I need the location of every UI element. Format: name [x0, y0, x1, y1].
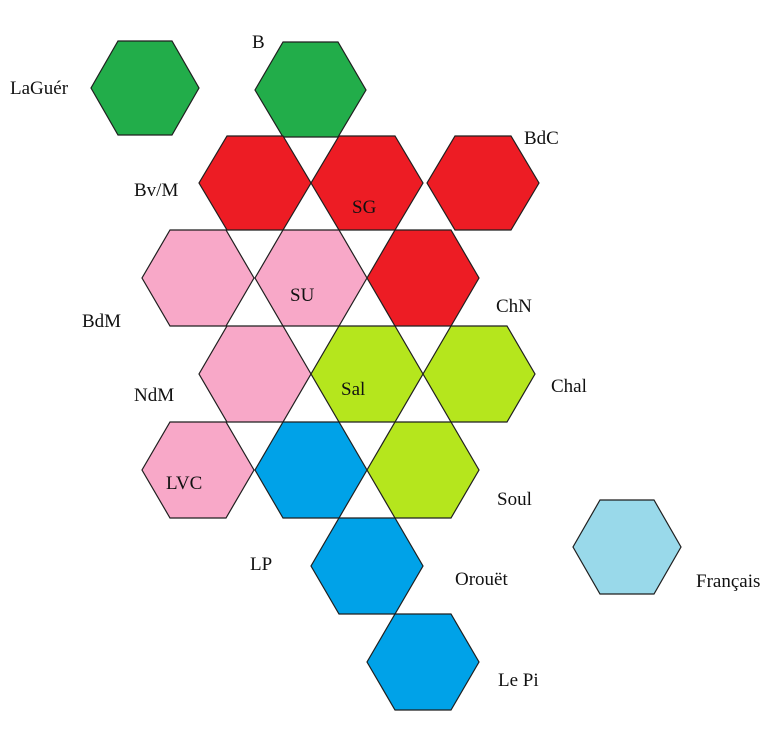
label-bdc: BdC — [524, 128, 559, 149]
label-bvm: Bv/M — [134, 180, 178, 201]
label-chal: Chal — [551, 376, 587, 397]
hex-b — [254, 41, 367, 138]
hex-bdc — [426, 135, 540, 231]
label-orouet: Orouët — [455, 569, 508, 590]
hex-francais — [572, 499, 682, 595]
label-ndm: NdM — [134, 385, 174, 406]
hex-ndm — [198, 325, 312, 423]
hex-lp — [254, 421, 368, 519]
hex-orouet — [310, 517, 424, 615]
hex-chn — [366, 229, 480, 327]
label-su: SU — [290, 285, 315, 306]
hex-chal — [422, 325, 536, 423]
label-laguer: LaGuér — [10, 78, 69, 99]
hex-soul — [366, 421, 480, 519]
label-soul: Soul — [497, 489, 532, 510]
label-sal: Sal — [341, 379, 365, 400]
label-lvc: LVC — [166, 473, 202, 494]
hex-bdm — [141, 229, 255, 327]
label-chn: ChN — [496, 296, 532, 317]
hex-bvm — [198, 135, 312, 231]
hex-su — [254, 229, 368, 327]
label-lepi: Le Pi — [498, 670, 539, 691]
hex-laguer — [90, 40, 200, 136]
hex-sal — [310, 325, 424, 423]
label-francais: Français — [696, 571, 760, 592]
label-sg: SG — [352, 197, 377, 218]
label-bdm: BdM — [82, 311, 121, 332]
hex-lepi — [366, 613, 480, 711]
label-b: B — [252, 32, 265, 53]
hex-lvc — [141, 421, 255, 519]
label-lp: LP — [250, 554, 272, 575]
